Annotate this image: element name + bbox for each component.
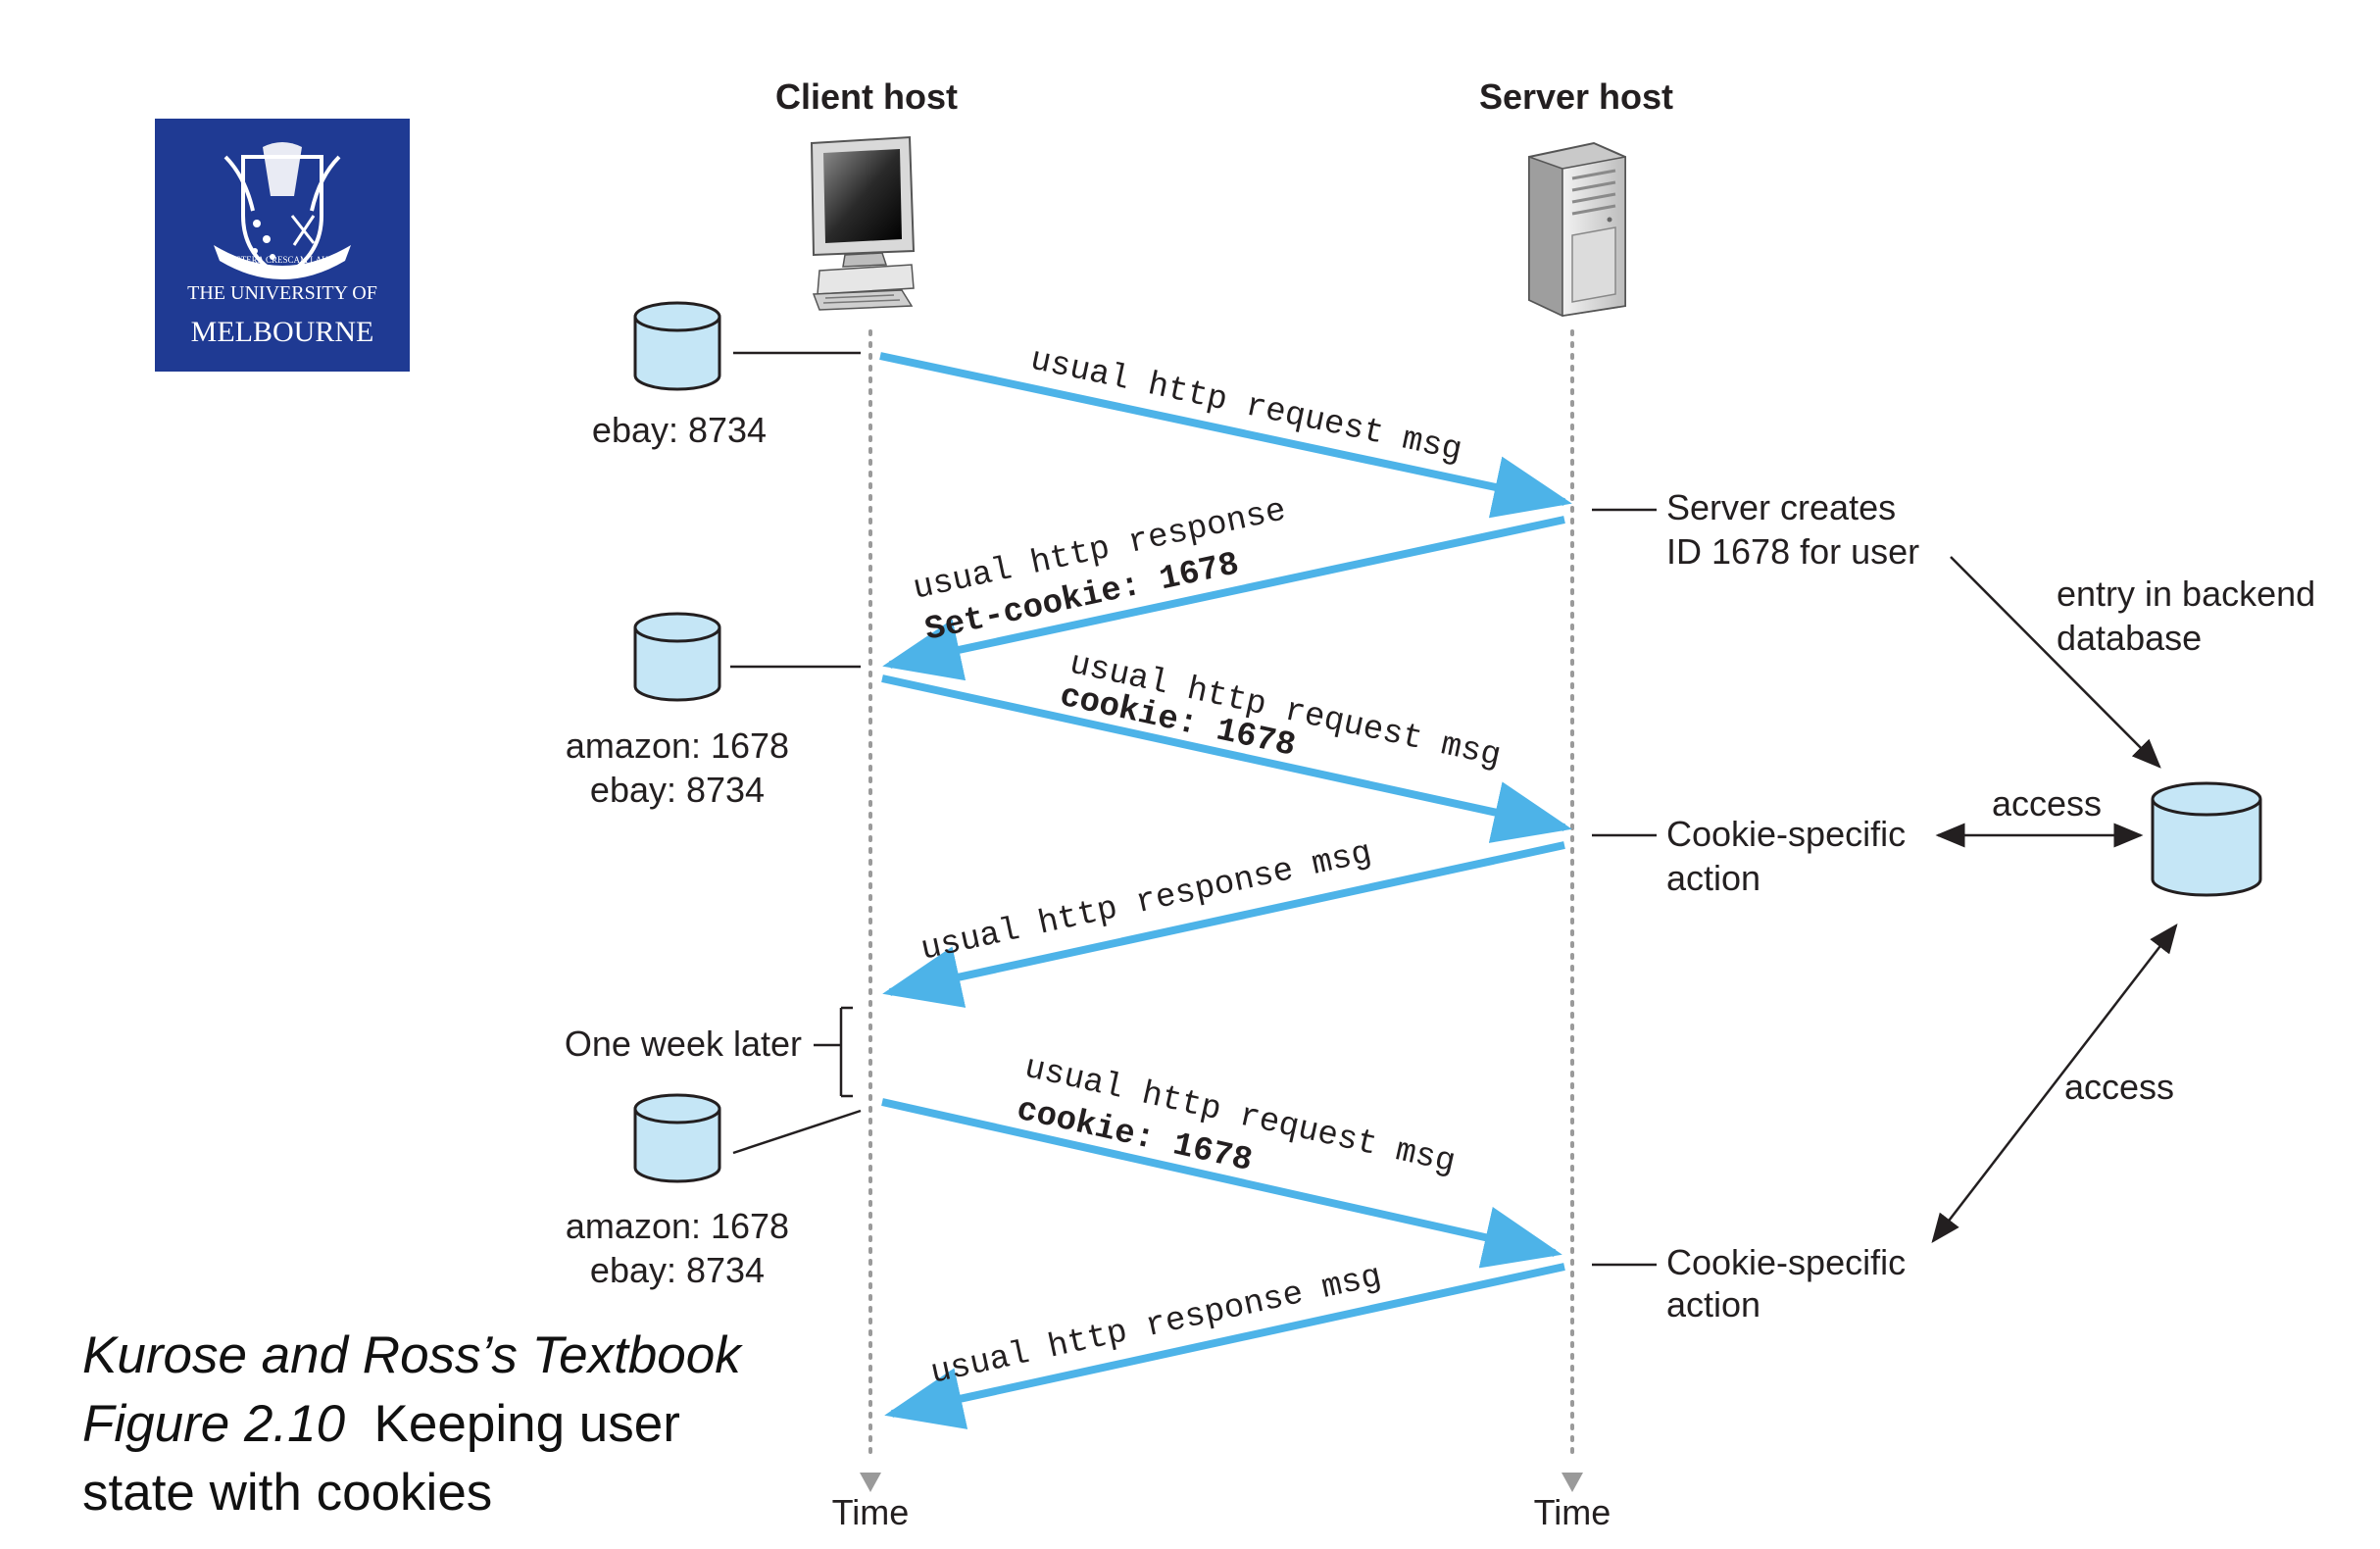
university-logo: POSTERA CRESCAM LAUDE THE UNIVERSITY OF … [155, 119, 410, 372]
computer-icon [810, 135, 916, 311]
caption-source: Kurose and Ross’s Textbook [82, 1326, 741, 1384]
logo-motto: POSTERA CRESCAM LAUDE [224, 255, 340, 265]
database-icon [633, 301, 721, 391]
figure-caption: Kurose and Ross’s Textbook Figure 2.10 K… [82, 1322, 788, 1527]
backend-database: entry in backend database access access [1931, 556, 2315, 1243]
server-note-1-line2: ID 1678 for user [1666, 531, 1919, 572]
database-icon [2151, 781, 2262, 897]
access-label-2: access [2064, 1067, 2174, 1107]
cookie-file-3-line1: amazon: 1678 [566, 1206, 789, 1246]
message-3: usual http request msg cookie: 1678 [881, 646, 1572, 843]
client-time-label: Time [832, 1492, 910, 1532]
message-6-label: usual http response msg [927, 1259, 1385, 1393]
server-host-label: Server host [1479, 76, 1673, 117]
cookie-file-1: ebay: 8734 [592, 301, 861, 450]
one-week-later: One week later [565, 1006, 853, 1098]
access-arrow-2 [1931, 924, 2178, 1243]
cookie-file-2-line1: amazon: 1678 [566, 725, 789, 766]
cookie-file-3-line2: ebay: 8734 [590, 1250, 765, 1290]
logo-line2: MELBOURNE [191, 316, 374, 348]
logo-line1: THE UNIVERSITY OF [187, 282, 377, 304]
server-note-2-line1: Cookie-specific [1666, 814, 1906, 854]
database-icon [633, 612, 721, 702]
message-1-label: usual http request msg [1027, 342, 1465, 471]
backend-entry-line1: entry in backend [2057, 574, 2315, 614]
caption-figure-number: Figure 2.10 [82, 1395, 346, 1453]
server-time-arrow-icon [1562, 1473, 1583, 1492]
cookie-file-2-line2: ebay: 8734 [590, 770, 765, 810]
server-note-3: Cookie-specific action [1592, 1242, 1906, 1324]
client-host-label: Client host [775, 76, 958, 117]
backend-entry-line2: database [2057, 618, 2202, 658]
message-4: usual http response msg [882, 835, 1565, 1008]
server-time-label: Time [1534, 1492, 1611, 1532]
server-note-3-line2: action [1666, 1284, 1760, 1324]
server-note-1-line1: Server creates [1666, 487, 1896, 527]
entry-arrow [1950, 556, 2161, 769]
database-icon [633, 1093, 721, 1183]
client-time-arrow-icon [860, 1473, 881, 1492]
cookie-file-1-line1: ebay: 8734 [592, 410, 767, 450]
access-label-1: access [1992, 783, 2102, 824]
crest-icon [214, 142, 351, 279]
server-note-2-line2: action [1666, 858, 1760, 898]
server-note-3-line1: Cookie-specific [1666, 1242, 1906, 1282]
message-5: usual http request msg cookie: 1678 [881, 1050, 1562, 1269]
message-2: usual http response Set-cookie: 1678 [882, 492, 1565, 681]
server-icon [1528, 141, 1626, 318]
cookie-file-2: amazon: 1678 ebay: 8734 [566, 612, 861, 810]
server-note-2: Cookie-specific action [1592, 814, 1906, 898]
caption-title: Keeping user state with cookies [82, 1395, 695, 1522]
message-6: usual http response msg [884, 1259, 1565, 1429]
server-note-1: Server creates ID 1678 for user [1592, 487, 1919, 572]
one-week-later-label: One week later [565, 1024, 802, 1064]
cookie-file-3: amazon: 1678 ebay: 8734 [566, 1093, 862, 1290]
message-1: usual http request msg [879, 342, 1572, 519]
